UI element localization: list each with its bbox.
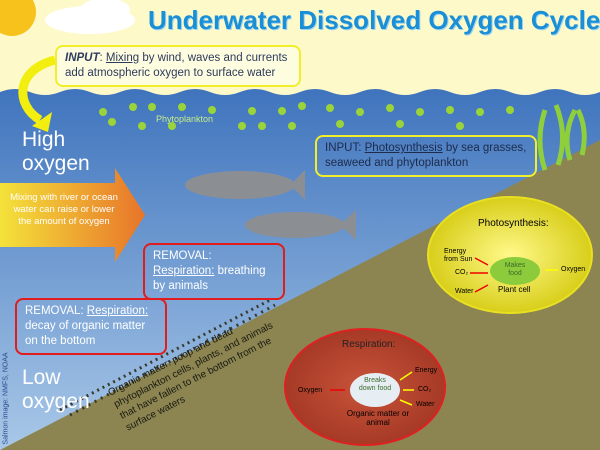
energy-label: Energy from Sun [444, 248, 473, 263]
mixing-curve-arrow [18, 55, 57, 124]
removal-decay-box: REMOVAL: Respiration: decay of organic m… [15, 298, 167, 355]
mixing-arrow-text: Mixing with river or ocean water can rai… [10, 192, 118, 227]
cloud-icon [45, 0, 135, 34]
oxygen-input-label: Oxygen [298, 387, 323, 394]
makes-food-label: Makes food [504, 262, 526, 277]
photosynthesis-title: Photosynthesis: [478, 218, 549, 229]
input-mixing-box: INPUT: Mixing by wind, waves and current… [55, 45, 301, 87]
page-title: Underwater Dissolved Oxygen Cycle [148, 5, 600, 35]
oxygen-output-label: Oxygen [561, 266, 586, 273]
co2-output-label: CO₂ [418, 386, 432, 393]
co2-label: CO₂ [455, 269, 469, 276]
sun-icon [0, 0, 36, 36]
photosynthesis-cell [427, 196, 593, 314]
text: by wind, waves and currents add atmosphe… [65, 52, 288, 79]
input-photosynthesis-box: INPUT: Photosynthesis by sea grasses, se… [315, 135, 537, 177]
phytoplankton-dots [99, 102, 514, 130]
salmon-icon [185, 170, 356, 240]
respiration-title: Respiration: [342, 339, 396, 350]
water-output-label: Water [416, 401, 435, 408]
plant-cell-label: Plant cell [498, 285, 531, 294]
water-label: Water [455, 288, 474, 295]
credit: Salmon image: NMFS, NOAA [2, 352, 10, 445]
mixing-arrow [0, 168, 145, 262]
phytoplankton-label: Phytoplankton [156, 114, 214, 124]
label: INPUT [65, 52, 100, 64]
breaks-down-food-label: Breaks down food [358, 377, 392, 392]
term: Mixing [105, 52, 140, 64]
energy-output-label: Energy [415, 367, 438, 374]
seagrass-icon [537, 104, 587, 171]
organic-matter-label: Organic matter or animal [346, 409, 410, 427]
removal-breathing-box: REMOVAL: Respiration: breathing by anima… [143, 243, 285, 300]
